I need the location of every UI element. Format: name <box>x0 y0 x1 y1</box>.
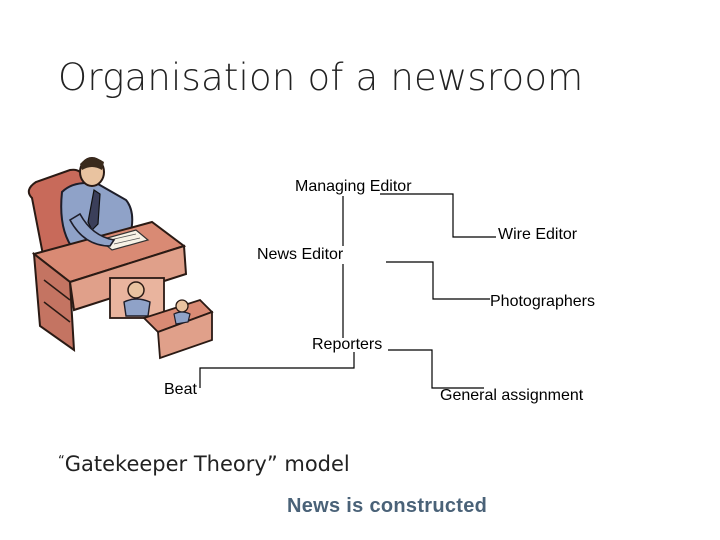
node-photographers: Photographers <box>490 293 595 310</box>
gatekeeper-theory-text: Gatekeeper Theory” model <box>64 452 350 476</box>
gatekeeper-theory-caption: “Gatekeeper Theory” model <box>58 452 350 476</box>
node-reporters: Reporters <box>312 336 383 353</box>
node-general-assignment: General assignment <box>440 387 584 404</box>
connector-news-to-photographers <box>386 261 490 300</box>
node-wire-editor: Wire Editor <box>498 226 578 243</box>
connector-reporters-to-general <box>388 349 484 389</box>
connector-managing-to-wire <box>380 193 496 238</box>
slide-title: Organisation of a newsroom <box>58 56 584 99</box>
connector-reporters-to-beat <box>199 352 355 388</box>
open-quote: “ <box>58 454 65 469</box>
editor-at-desk-illustration <box>27 157 214 360</box>
tagline: News is constructed <box>287 495 488 517</box>
node-managing-editor: Managing Editor <box>295 178 412 195</box>
node-beat: Beat <box>164 381 197 398</box>
node-news-editor: News Editor <box>257 246 344 263</box>
